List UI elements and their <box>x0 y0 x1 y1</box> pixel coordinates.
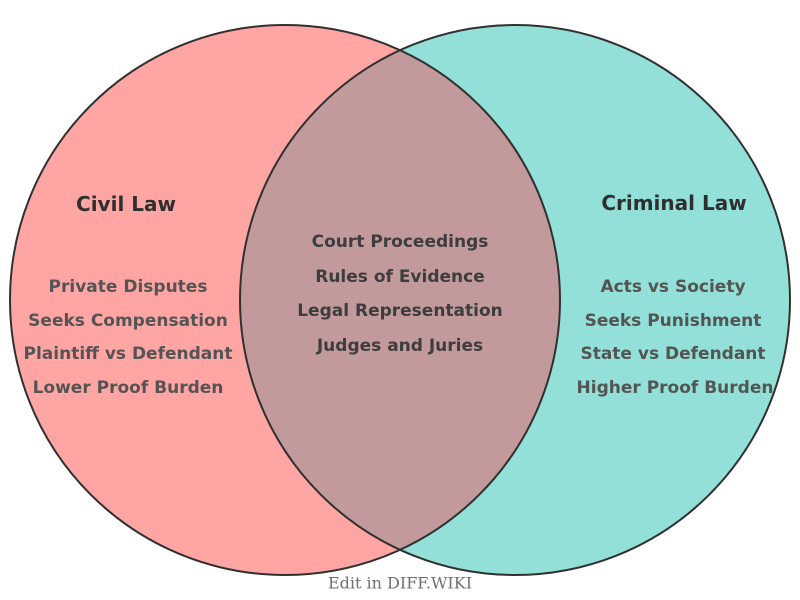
criminal-item-4: Higher Proof Burden <box>576 378 774 398</box>
criminal-item-3: State vs Defendant <box>580 344 766 364</box>
shared-item-4: Judges and Juries <box>316 336 484 356</box>
shared-item-1: Court Proceedings <box>311 232 489 252</box>
intersection-region <box>239 50 561 550</box>
civil-circle-outline <box>9 24 561 576</box>
criminal-law-title: Criminal Law <box>601 191 747 215</box>
civil-item-4: Lower Proof Burden <box>32 378 224 398</box>
criminal-circle-outline <box>239 24 791 576</box>
shared-item-2: Rules of Evidence <box>315 267 485 287</box>
civil-item-1: Private Disputes <box>48 277 208 297</box>
criminal-item-2: Seeks Punishment <box>584 311 762 331</box>
civil-law-title: Civil Law <box>76 192 176 216</box>
shared-item-3: Legal Representation <box>297 301 503 321</box>
civil-item-3: Plaintiff vs Defendant <box>23 344 233 364</box>
edit-in-diffwiki-link[interactable]: Edit in DIFF.WIKI <box>327 573 473 593</box>
civil-item-2: Seeks Compensation <box>28 311 228 331</box>
criminal-item-1: Acts vs Society <box>600 277 746 297</box>
